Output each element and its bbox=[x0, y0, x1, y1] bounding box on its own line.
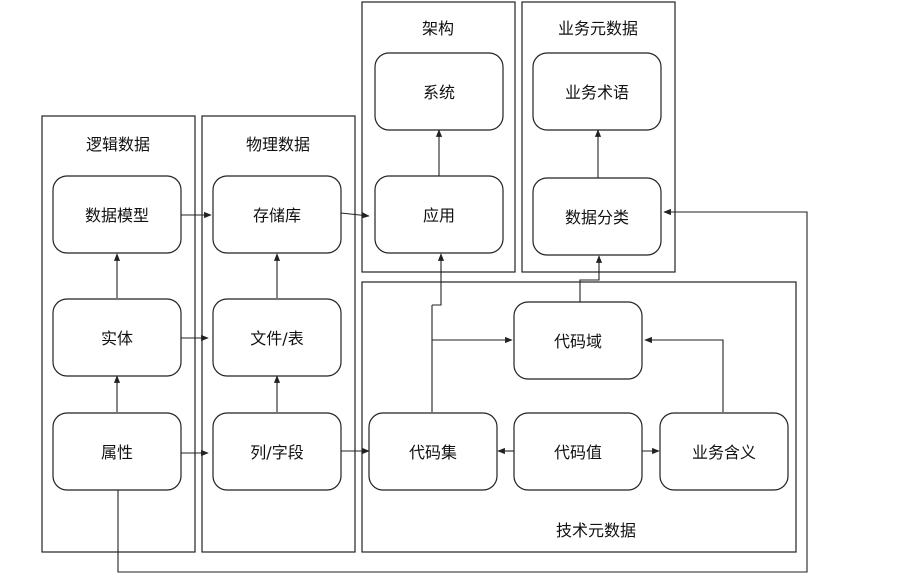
node-data-classification bbox=[532, 177, 662, 256]
node-business-meaning bbox=[659, 412, 789, 491]
node-file-table bbox=[212, 298, 342, 377]
node-column-field bbox=[212, 412, 342, 491]
node-entity bbox=[52, 298, 182, 377]
group-title-physical: 物理数据 bbox=[246, 135, 310, 154]
node-code-set bbox=[368, 412, 498, 491]
node-repository bbox=[212, 175, 342, 254]
node-label-business-meaning: 业务含义 bbox=[692, 443, 756, 462]
node-label-code-domain: 代码域 bbox=[554, 332, 602, 351]
node-label-data-model: 数据模型 bbox=[85, 206, 149, 225]
edge-code-set-to-application bbox=[432, 253, 445, 306]
edge-meaning-to-code-domain bbox=[644, 336, 724, 412]
group-title-technical-metadata: 技术元数据 bbox=[556, 521, 636, 540]
node-label-column-field: 列/字段 bbox=[250, 443, 303, 462]
edge-repository-to-application bbox=[340, 212, 370, 219]
node-label-application: 应用 bbox=[423, 206, 455, 225]
node-label-code-value: 代码值 bbox=[554, 443, 602, 462]
node-label-entity: 实体 bbox=[101, 329, 133, 348]
group-title-architecture: 架构 bbox=[422, 19, 454, 38]
node-label-repository: 存储库 bbox=[253, 206, 301, 225]
node-data-model bbox=[52, 175, 182, 254]
node-label-system: 系统 bbox=[423, 83, 455, 102]
node-code-domain bbox=[513, 301, 643, 380]
group-title-business-metadata: 业务元数据 bbox=[558, 19, 638, 38]
node-label-attribute: 属性 bbox=[101, 443, 133, 462]
node-system bbox=[374, 52, 504, 131]
node-code-value bbox=[513, 412, 643, 491]
node-attribute bbox=[52, 412, 182, 491]
edge-code-domain-to-classification bbox=[579, 255, 603, 302]
node-label-code-set: 代码集 bbox=[409, 443, 457, 462]
node-label-file-table: 文件/表 bbox=[250, 329, 303, 348]
node-business-term bbox=[532, 52, 662, 131]
node-application bbox=[374, 175, 504, 254]
node-label-business-term: 业务术语 bbox=[565, 83, 629, 102]
node-label-data-classification: 数据分类 bbox=[565, 208, 629, 227]
group-title-logical: 逻辑数据 bbox=[86, 135, 150, 154]
edge-attribute-to-classification bbox=[117, 208, 808, 573]
